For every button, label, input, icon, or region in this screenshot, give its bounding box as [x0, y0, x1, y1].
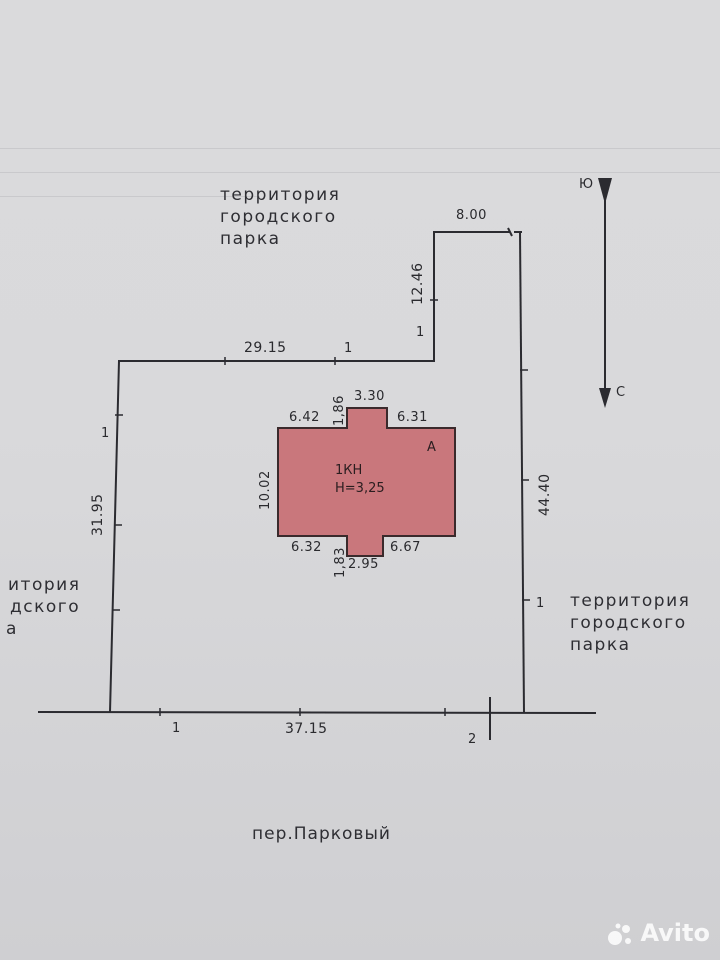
dim-left: 31.95 — [90, 493, 106, 536]
parcel-boundary-right — [519, 231, 525, 714]
building-letter: А — [427, 440, 436, 455]
boundary-ticks — [112, 299, 530, 716]
corner-marker — [507, 227, 522, 237]
point-label: 1 — [416, 325, 425, 340]
east-territory-label: территория городского парка — [570, 591, 691, 655]
compass-south-label: С — [616, 385, 626, 400]
faint-line — [0, 148, 720, 149]
bldg-dim-top-notch-height: 1,86 — [332, 395, 347, 426]
faint-line — [0, 196, 260, 197]
avito-watermark: Avito — [606, 919, 710, 948]
dim-bottom: 37.15 — [285, 721, 328, 737]
dim-right: 44.40 — [537, 473, 553, 516]
street-name: пер.Парковый — [252, 824, 391, 844]
bldg-dim-bottom-notch-height: 1,83 — [333, 547, 348, 578]
bldg-dim-bottom-notch-width: 2.95 — [348, 557, 379, 572]
bldg-dim-top-left: 6.42 — [289, 410, 320, 425]
building-outline — [277, 407, 456, 557]
point-label: 1 — [536, 596, 545, 611]
parcel-boundary — [109, 231, 510, 713]
point-label: 1 — [344, 341, 353, 356]
point-label: 1 — [101, 426, 110, 441]
street-line — [37, 711, 597, 714]
avito-logo-icon — [608, 923, 632, 945]
dim-notch-vertical: 12.46 — [410, 262, 426, 305]
bldg-dim-bottom-left: 6.32 — [291, 540, 322, 555]
building-height: Н=3,25 — [335, 481, 385, 496]
west-territory-label: итория дского а — [6, 575, 81, 639]
dim-top-left: 29.15 — [244, 340, 287, 356]
compass-arrow-bottom — [599, 388, 611, 408]
north-territory-label: территория городского парка — [220, 185, 341, 249]
faint-line — [0, 172, 720, 173]
building-id: 1КН — [335, 463, 363, 478]
compass-arrow-top — [598, 178, 612, 204]
dim-notch-top: 8.00 — [456, 208, 487, 223]
point-label: 2 — [468, 732, 477, 747]
point-label: 1 — [172, 721, 181, 736]
compass-north-label: Ю — [579, 177, 594, 192]
bldg-dim-top-right: 6.31 — [397, 410, 428, 425]
bldg-dim-left: 10.02 — [258, 470, 273, 510]
bldg-dim-top-notch-width: 3.30 — [354, 389, 385, 404]
bldg-dim-bottom-right: 6.67 — [390, 540, 421, 555]
